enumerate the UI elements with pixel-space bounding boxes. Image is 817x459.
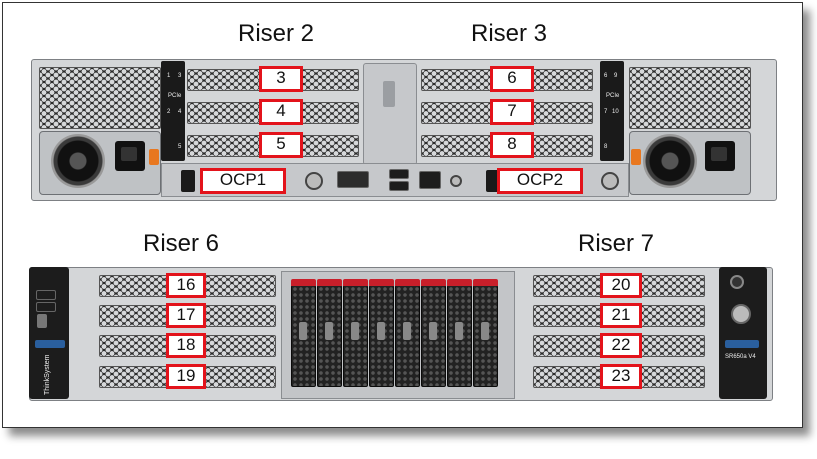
- slot-number-6: 6: [604, 73, 608, 79]
- power-socket-left-icon: [115, 141, 145, 171]
- slot-label-23: 23: [600, 364, 642, 389]
- front-right-ear: [719, 267, 767, 399]
- riser-3-title: Riser 3: [471, 20, 548, 47]
- pcie-strip-right: [600, 61, 624, 161]
- center-module: [363, 63, 417, 165]
- psu-release-tab-left: [149, 149, 159, 165]
- slot-label-20: 20: [600, 273, 642, 298]
- riser-2-title: Riser 2: [238, 20, 315, 47]
- slot-label-3: 3: [259, 66, 303, 92]
- pcie-text-right: PCIe: [606, 93, 620, 99]
- slot-label-4: 4: [259, 99, 303, 125]
- drive-bay-2: [317, 279, 342, 387]
- thumbscrew-left-icon: [305, 172, 323, 190]
- slot-number-2: 2: [167, 109, 171, 115]
- psu-fan-left-icon: [51, 134, 105, 188]
- drive-bay-4: [369, 279, 394, 387]
- power-socket-right-icon: [705, 141, 735, 171]
- drive-bay-8: [473, 279, 498, 387]
- slot-label-18: 18: [166, 333, 206, 358]
- slot-number-4: 4: [178, 109, 182, 115]
- vga-port: [337, 171, 369, 188]
- psu-fan-right-icon: [643, 134, 697, 188]
- ocp2-handle: [486, 170, 500, 192]
- model-text: SR650a V4: [725, 354, 756, 360]
- slot-number-9: 9: [614, 73, 618, 79]
- front-usb-upper: [36, 290, 56, 300]
- drive-bay-7: [447, 279, 472, 387]
- front-usb-c: [37, 314, 47, 328]
- ethernet-port: [419, 171, 441, 189]
- slot-number-1: 1: [167, 73, 171, 79]
- slot-number-8: 8: [604, 144, 608, 150]
- diagram-frame: Riser 2 Riser 3 Riser 6 Riser 7 1 3 PCIe…: [2, 2, 803, 428]
- front-status-bar: [35, 340, 65, 348]
- rear-left-vent: [39, 67, 161, 129]
- drive-bay-6: [421, 279, 446, 387]
- usb-port-upper: [389, 169, 409, 179]
- slot-label-5: 5: [259, 132, 303, 158]
- ocp2-label: OCP2: [497, 168, 583, 194]
- slot-label-8: 8: [490, 132, 534, 158]
- ocp1-handle: [181, 170, 195, 192]
- slot-label-7: 7: [490, 99, 534, 125]
- psu-release-tab-right: [631, 149, 641, 165]
- center-vent-strip: [383, 81, 395, 107]
- slot-label-6: 6: [490, 66, 534, 92]
- front-right-status-bar: [725, 340, 759, 348]
- drive-bay-3: [343, 279, 368, 387]
- slot-number-7: 7: [604, 109, 608, 115]
- riser-7-title: Riser 7: [578, 230, 655, 257]
- thumbscrew-right-icon: [601, 172, 619, 190]
- pcie-text-left: PCIe: [168, 93, 182, 99]
- slot-label-22: 22: [600, 333, 642, 358]
- pcie-strip-left: [161, 61, 185, 161]
- slot-label-19: 19: [166, 364, 206, 389]
- slot-label-16: 16: [166, 273, 206, 298]
- id-button-icon: [450, 175, 462, 187]
- front-usb-lower: [36, 302, 56, 312]
- slot-number-10: 10: [612, 109, 619, 115]
- power-button-icon: [730, 275, 744, 289]
- rear-right-vent: [629, 67, 751, 129]
- riser-6-title: Riser 6: [143, 230, 220, 257]
- slot-number-5: 5: [178, 144, 182, 150]
- drive-bay-1: [291, 279, 316, 387]
- slot-number-3: 3: [178, 73, 182, 79]
- drive-bay-5: [395, 279, 420, 387]
- front-left-ear: [29, 267, 69, 399]
- usb-port-lower: [389, 181, 409, 191]
- slot-label-21: 21: [600, 303, 642, 328]
- info-icon: [731, 304, 751, 324]
- slot-label-17: 17: [166, 303, 206, 328]
- ocp1-label: OCP1: [200, 168, 286, 194]
- brand-text: ThinkSystem: [44, 354, 51, 395]
